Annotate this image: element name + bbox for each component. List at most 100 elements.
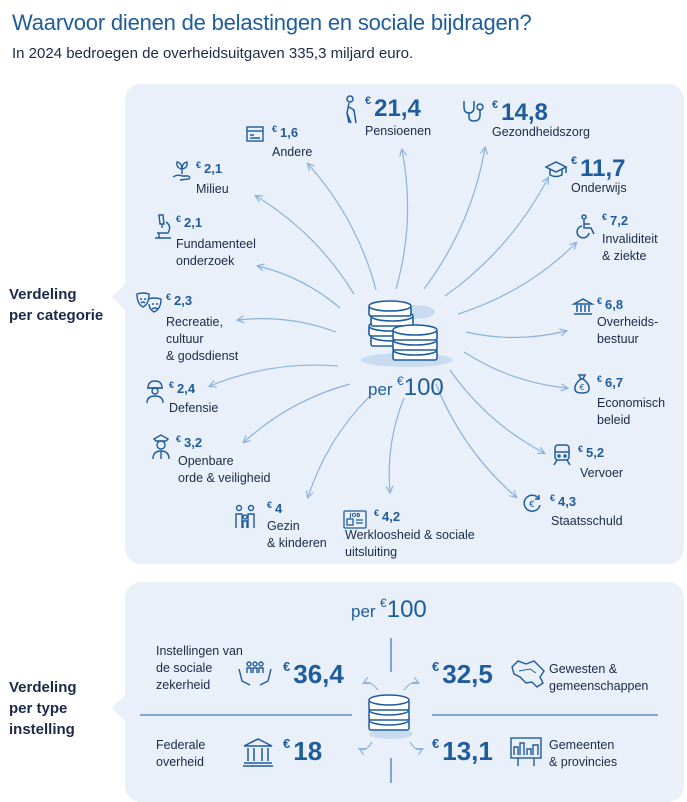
euro-symbol: € [578,444,584,454]
per-label: per [368,380,393,399]
inst-arrow-ne [403,682,418,691]
category-value: 4,3 [558,494,577,509]
police-officer-icon [152,434,170,460]
page-title: Waarvoor dienen de belastingen en social… [12,10,532,35]
euro-symbol: € [283,736,291,751]
category-label: orde & veiligheid [178,471,271,485]
euro-symbol: € [529,500,535,510]
euro-symbol: € [176,434,182,444]
federal-building-icon [243,738,273,767]
arrow-economisch [463,351,567,388]
graduation-cap-icon [544,161,568,178]
inst-arrow-se [409,741,422,750]
institution-label-gewesten: Gewesten & gemeenschappen [549,661,648,695]
theatre-masks-icon [136,292,162,313]
category-label: Economisch [597,396,666,410]
category-label: Invaliditeit [602,232,658,246]
arrow-gezin [308,395,371,497]
arrow-invaliditeit [457,243,576,315]
category-label: & kinderen [267,536,327,550]
institution-value-gewesten: €32,5 [432,659,493,690]
arrow-andere [308,164,377,291]
category-label: Openbare [178,454,234,468]
institution-label: zekerheid [156,678,211,692]
institution-label: Gewesten & [549,662,618,676]
category-label: bestuur [597,332,639,346]
category-label: Werkloosheid & sociale [345,528,475,542]
category-value: 21,4 [374,95,421,122]
euro-symbol: € [432,659,440,674]
category-label: Overheids- [597,315,659,329]
city-sign-icon [510,737,542,766]
section-label-line: per categorie [9,307,104,324]
arrow-milieu [256,196,355,295]
euro-symbol: € [571,155,578,167]
category-value: 2,3 [174,293,193,308]
category-label: Fundamenteel [176,237,256,251]
euro-symbol: € [550,493,556,503]
institution-panel-notch [112,695,125,721]
category-label: Vervoer [580,466,624,480]
euro-symbol: € [283,659,291,674]
euro-symbol: € [602,212,608,222]
institution-label: overheid [156,755,204,769]
euro-symbol: € [380,596,387,610]
category-label: Recreatie, [166,315,223,329]
section-label-line: instelling [9,721,75,738]
institution-panel [125,582,684,802]
section-label-institution: Verdeling per type instelling [9,677,77,740]
category-label: Defensie [169,401,219,415]
category-value: 14,8 [501,99,548,126]
category-value: 6,7 [605,375,624,390]
microscope-icon [155,214,171,239]
category-label: uitsluiting [345,545,398,559]
arrow-staatsschuld [435,383,516,497]
institution-label-gemeenten: Gemeenten & provincies [549,737,617,771]
institution-label: de sociale [156,661,213,675]
soldier-icon [146,380,164,404]
elderly-icon [346,95,357,124]
category-value: 3,2 [184,435,203,450]
category-label: Pensioenen [365,124,432,138]
institution-value-federaal: €18 [283,736,322,767]
institution-value-sociale: €36,4 [283,659,344,690]
institution-label: gemeenschappen [549,679,649,693]
page-subtitle: In 2024 bedroegen de overheidsuitgaven 3… [12,45,414,62]
arrow-werkloosheid [389,397,405,492]
euro-symbol: € [579,383,584,392]
wheelchair-icon [576,214,595,239]
arrow-vervoer [449,369,544,453]
institution-label-federaal: Federale overheid [156,737,205,771]
coins-icon [361,300,453,367]
institution-value: 32,5 [442,659,493,689]
institution-value: 13,1 [442,736,493,766]
section-label-category: Verdeling per categorie [9,284,103,326]
euro-symbol: € [272,124,278,134]
euro-symbol: € [169,380,175,390]
category-value: 5,2 [586,445,605,460]
euro-symbol: € [176,214,182,224]
inst-arrow-sw [360,741,373,750]
category-label: Onderwijs [571,181,627,195]
category-value: 11,7 [580,155,626,182]
arrow-recreatie [238,319,337,333]
people-hands-icon [238,661,272,686]
arrow-overheidsbestuur [465,331,566,339]
stethoscope-icon [463,101,484,122]
institution-value-gemeenten: €13,1 [432,736,493,767]
category-value: 1,6 [280,125,299,140]
institution-label: Federale [156,738,206,752]
institution-label: & provincies [549,755,618,769]
euro-symbol: € [374,508,380,518]
euro-symbol: € [432,736,440,751]
section-label-line: Verdeling [9,679,77,696]
euro-symbol: € [365,95,372,107]
category-value: 2,1 [204,161,223,176]
category-label: Staatsschuld [551,514,623,528]
euro-symbol: € [597,296,603,306]
per-100-center: per €100 [368,374,444,402]
category-value: 4 [275,501,283,516]
money-bag-icon: € [574,374,590,394]
arrow-defensie [210,364,339,386]
per-100-institution: per €100 [351,596,427,624]
